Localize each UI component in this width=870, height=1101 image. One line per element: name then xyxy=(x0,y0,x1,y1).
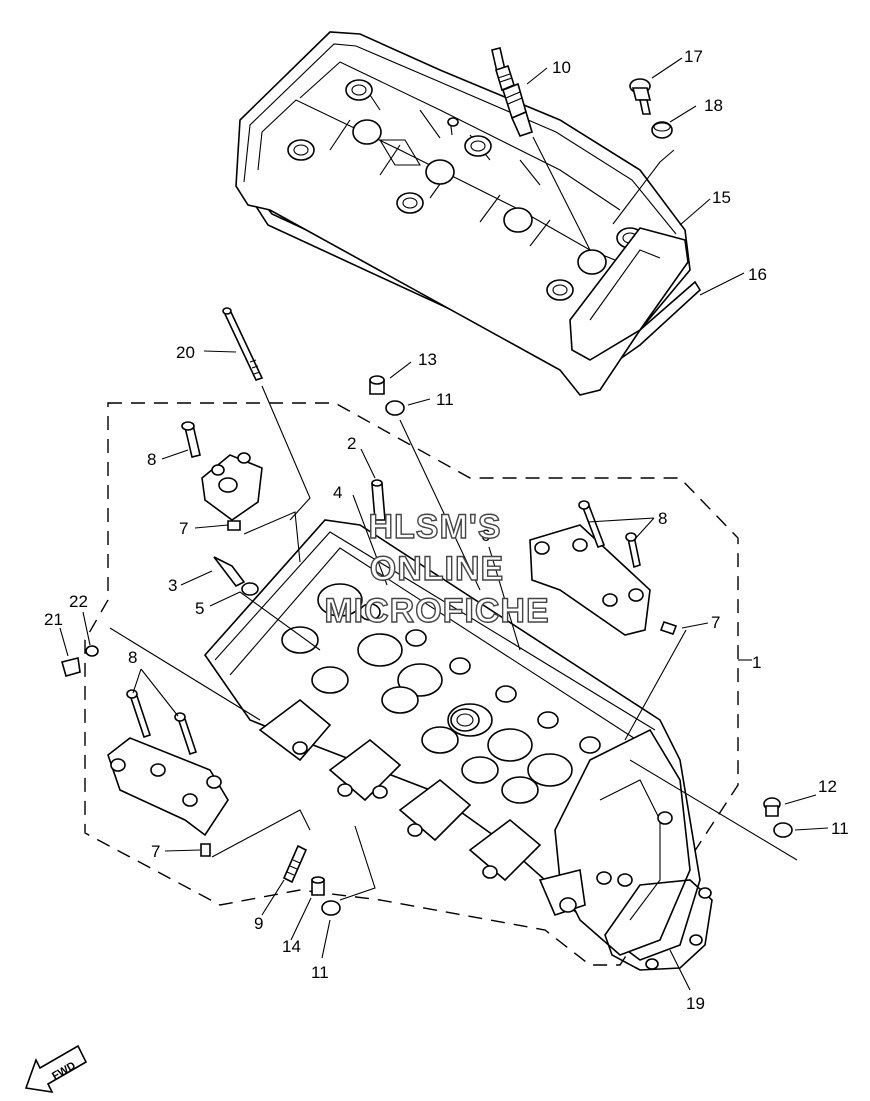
callout-22: 22 xyxy=(69,592,88,611)
callout-21: 21 xyxy=(44,610,63,629)
grommet-18 xyxy=(651,121,673,139)
washer-5 xyxy=(241,582,259,596)
callout-17: 17 xyxy=(684,47,703,66)
callout-2: 2 xyxy=(347,434,356,453)
callout-3: 3 xyxy=(168,576,177,595)
callout-7-lower: 7 xyxy=(151,842,160,861)
watermark: HLSM'S ONLINE MICROFICHE xyxy=(324,507,550,630)
callout-labels: 1 2 3 4 5 6 7 7 7 8 8 8 9 10 11 11 11 12… xyxy=(44,47,849,1013)
stud-bolt-20 xyxy=(222,307,264,381)
callout-8-upper: 8 xyxy=(147,450,156,469)
leader-lines xyxy=(59,57,829,991)
cylinder-head-cover xyxy=(235,31,702,396)
callout-7-upper: 7 xyxy=(179,519,188,538)
watermark-line-3: MICROFICHE xyxy=(324,592,549,630)
callout-19: 19 xyxy=(686,994,705,1013)
cylinder-head xyxy=(203,519,713,971)
callout-15: 15 xyxy=(712,188,731,207)
callout-4: 4 xyxy=(333,483,342,502)
callout-11-bottom: 11 xyxy=(311,963,329,982)
fwd-arrow-icon: FWD xyxy=(24,1044,88,1094)
callout-6: 6 xyxy=(481,526,490,545)
callout-5: 5 xyxy=(195,599,204,618)
spark-plug xyxy=(491,47,533,137)
dowel-pins xyxy=(200,520,678,857)
watermark-line-1: HLSM'S xyxy=(368,508,501,546)
camshaft-cap-lower-left xyxy=(107,689,229,837)
callout-11-top: 11 xyxy=(436,390,454,409)
callout-10: 10 xyxy=(552,58,571,77)
assembly-boundary xyxy=(84,402,739,966)
stud-bolts-2-3 xyxy=(213,479,386,588)
callout-16: 16 xyxy=(748,265,767,284)
washers-11 xyxy=(321,400,793,916)
stud-9 xyxy=(282,844,308,884)
callout-20: 20 xyxy=(176,343,195,362)
callout-8-right: 8 xyxy=(658,509,667,528)
bolt-12 xyxy=(763,797,781,817)
collar-14 xyxy=(311,876,325,896)
callout-14: 14 xyxy=(282,937,301,956)
bolt-21-washer-22 xyxy=(61,645,99,677)
callout-8-lower: 8 xyxy=(128,648,137,667)
camshaft-cap-upper-left xyxy=(181,421,263,521)
callout-9: 9 xyxy=(254,914,263,933)
nut-13 xyxy=(369,375,385,395)
camshaft-cap-right xyxy=(529,500,651,636)
callout-18: 18 xyxy=(704,96,723,115)
callout-1: 1 xyxy=(752,653,761,672)
callout-12: 12 xyxy=(818,777,837,796)
callout-11-right: 11 xyxy=(831,819,849,838)
callout-13: 13 xyxy=(418,350,437,369)
callout-7-right: 7 xyxy=(711,613,720,632)
bolt-17 xyxy=(629,78,652,115)
watermark-line-2: ONLINE xyxy=(370,550,504,588)
